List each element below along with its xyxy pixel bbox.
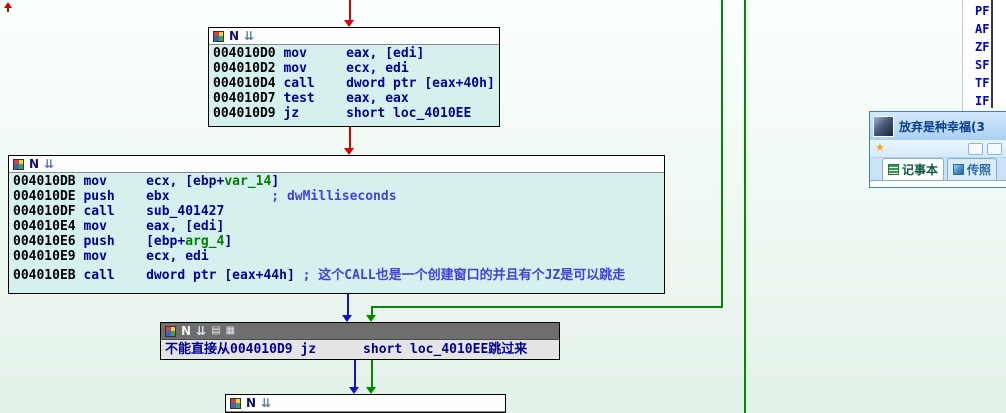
qq-toolbar: ★ bbox=[870, 140, 1006, 157]
flow-edge-green-low bbox=[371, 360, 373, 388]
qq-window-title: 放弃是种幸福(3 bbox=[899, 119, 985, 134]
notepad-icon bbox=[888, 164, 899, 175]
asm-line[interactable]: 004010DE push ebx ; dwMilliseconds bbox=[13, 189, 397, 204]
arrowhead-blue-mid bbox=[342, 315, 352, 322]
tab-label: 记事本 bbox=[902, 163, 939, 177]
asm-line[interactable]: 004010DB mov ecx, [ebp+var_14] bbox=[13, 174, 280, 189]
flag-af[interactable]: AF bbox=[975, 22, 990, 36]
tab-notepad[interactable]: 记事本 bbox=[882, 158, 945, 180]
flow-edge-green-drop bbox=[371, 306, 373, 316]
panel-divider bbox=[991, 0, 993, 108]
basic-block-004010DB[interactable]: N ⇊ 004010DB mov ecx, [ebp+var_14]004010… bbox=[8, 155, 665, 294]
collapse-icon[interactable]: ⇊ bbox=[244, 29, 255, 43]
node-header[interactable]: N ⇊ bbox=[226, 395, 505, 412]
flags-list: PF AF ZF SF TF IF bbox=[963, 4, 1006, 112]
node-color-icon[interactable] bbox=[213, 30, 224, 42]
qq-content-area bbox=[870, 180, 1006, 187]
collapse-icon[interactable]: ⇊ bbox=[44, 157, 55, 171]
block-b1-body: 004010D0 mov eax, [edi]004010D2 mov ecx,… bbox=[209, 45, 499, 123]
node-color-icon[interactable] bbox=[230, 397, 241, 409]
arrowhead-red-mid bbox=[344, 148, 354, 155]
asm-line[interactable]: 004010EB call dword ptr [eax+44h] ; 这个CA… bbox=[13, 268, 626, 283]
asm-line[interactable]: 004010D7 test eax, eax bbox=[213, 91, 409, 106]
node-header[interactable]: N ⇊ ▤ ▦ bbox=[161, 323, 559, 340]
tab-label: 传照 bbox=[967, 163, 992, 177]
basic-block-bottom[interactable]: N ⇊ bbox=[225, 394, 506, 413]
qq-tab-bar: 记事本 传照 bbox=[870, 157, 1006, 180]
collapse-icon[interactable]: ⇊ bbox=[261, 396, 272, 410]
asm-line[interactable]: 004010E4 mov eax, [edi] bbox=[13, 219, 225, 234]
voice-icon[interactable] bbox=[968, 142, 983, 155]
node-name-icon[interactable]: N bbox=[181, 324, 192, 338]
avatar[interactable] bbox=[873, 115, 894, 137]
tab-photo[interactable]: 传照 bbox=[947, 158, 998, 180]
block-b3-body: 不能直接从004010D9 jz short loc_4010EE跳过来 bbox=[161, 340, 559, 359]
video-icon[interactable] bbox=[987, 142, 1002, 155]
registers-panel: PF AF ZF SF TF IF bbox=[962, 0, 1006, 111]
flow-edge-red-mid bbox=[349, 126, 351, 148]
photo-icon bbox=[953, 164, 965, 175]
basic-block-004010D0[interactable]: N ⇊ 004010D0 mov eax, [edi]004010D2 mov … bbox=[208, 27, 500, 127]
comment-node-selected[interactable]: N ⇊ ▤ ▦ 不能直接从004010D9 jz short loc_4010E… bbox=[160, 322, 560, 360]
node-color-icon[interactable] bbox=[165, 325, 176, 337]
collapse-icon[interactable]: ⇊ bbox=[196, 324, 207, 338]
arrowhead-green-mid bbox=[366, 315, 376, 322]
flow-edge-green-long bbox=[744, 0, 746, 413]
flag-pf[interactable]: PF bbox=[975, 4, 990, 18]
flag-zf[interactable]: ZF bbox=[975, 40, 990, 54]
star-icon[interactable]: ★ bbox=[875, 142, 885, 154]
node-name-icon[interactable]: N bbox=[229, 29, 240, 43]
flag-tf[interactable]: TF bbox=[975, 76, 990, 90]
asm-line[interactable]: 004010DF call sub_401427 bbox=[13, 204, 225, 219]
flag-if[interactable]: IF bbox=[975, 94, 990, 108]
node-name-icon[interactable]: N bbox=[246, 396, 257, 410]
arrowhead-red-entry bbox=[344, 20, 354, 27]
asm-line[interactable]: 004010D9 jz short loc_4010EE bbox=[213, 106, 472, 121]
flow-edge-blue-mid bbox=[347, 294, 349, 315]
asm-line[interactable]: 不能直接从004010D9 jz short loc_4010EE跳过来 bbox=[165, 342, 528, 357]
flow-edge-blue-low bbox=[354, 360, 356, 388]
flag-sf[interactable]: SF bbox=[975, 58, 990, 72]
flow-edge-green-right bbox=[721, 0, 723, 308]
qq-chat-window[interactable]: 放弃是种幸福(3 ★ 记事本 传照 bbox=[869, 111, 1006, 188]
text-view-icon[interactable]: ▦ bbox=[225, 325, 236, 336]
arrowhead-blue-low bbox=[349, 387, 359, 394]
asm-line[interactable]: 004010D0 mov eax, [edi] bbox=[213, 46, 425, 61]
flow-edge-green-horizontal bbox=[371, 306, 723, 308]
asm-line[interactable]: 004010D2 mov ecx, edi bbox=[213, 61, 409, 76]
qq-titlebar[interactable]: 放弃是种幸福(3 bbox=[870, 112, 1006, 140]
group-icon[interactable]: ▤ bbox=[211, 325, 221, 336]
asm-line[interactable]: 004010D4 call dword ptr [eax+40h] bbox=[213, 76, 495, 91]
node-name-icon[interactable]: N bbox=[29, 157, 40, 171]
node-header[interactable]: N ⇊ bbox=[209, 28, 499, 45]
asm-line[interactable]: 004010E9 mov ecx, edi bbox=[13, 249, 209, 264]
asm-line[interactable]: 004010E6 push [ebp+arg_4] bbox=[13, 234, 233, 249]
flow-edge-red-entry bbox=[349, 0, 351, 21]
edge-fragment-arrowhead bbox=[4, 2, 12, 8]
arrowhead-green-low bbox=[366, 387, 376, 394]
edge-fragment-stub bbox=[7, 8, 9, 12]
node-color-icon[interactable] bbox=[13, 158, 24, 170]
block-b2-body: 004010DB mov ecx, [ebp+var_14]004010DE p… bbox=[9, 173, 664, 292]
node-header[interactable]: N ⇊ bbox=[9, 156, 664, 173]
